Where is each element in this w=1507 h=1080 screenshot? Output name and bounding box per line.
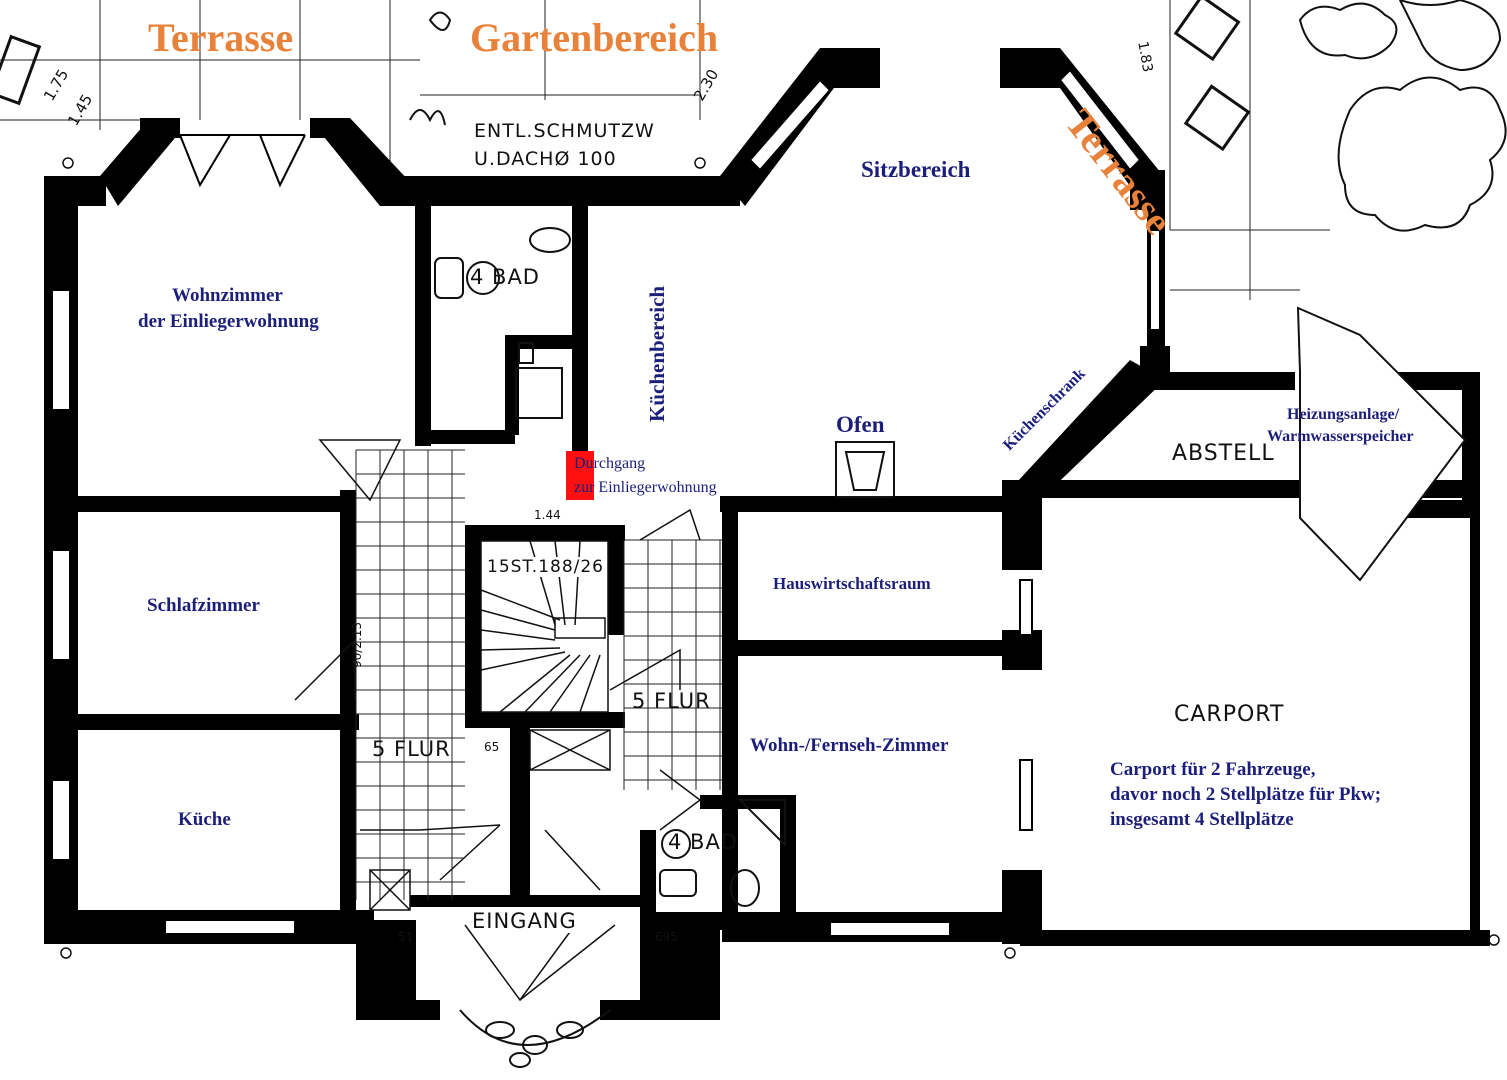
carport-label: CARPORT <box>1174 702 1285 727</box>
abstell-label: ABSTELL <box>1172 441 1275 466</box>
garden-area-label: Gartenbereich <box>470 15 719 60</box>
flur-right-label: 5 FLUR <box>632 689 711 713</box>
terrace-paving <box>0 0 1330 300</box>
passage-label-line1: Durchgang <box>574 455 646 472</box>
drain-note-line2: U.DACHØ 100 <box>474 148 617 170</box>
garden-chairs <box>0 0 1251 152</box>
room-wohnzimmer-line2: der Einliegerwohnung <box>138 311 319 332</box>
room-schlafzimmer: Schlafzimmer <box>147 595 260 616</box>
tree-shrubs <box>409 0 1507 232</box>
heizung-label-line2: Warmwasserspeicher <box>1267 428 1414 445</box>
room-wohnzimmer-line1: Wohnzimmer <box>172 285 283 306</box>
carport-desc-line1: Carport für 2 Fahrzeuge, <box>1110 759 1316 780</box>
staircase <box>480 540 609 713</box>
room-wohn-fernseh: Wohn-/Fernseh-Zimmer <box>750 735 949 756</box>
dim-51: 51 <box>398 930 414 944</box>
eingang-label: EINGANG <box>472 909 577 933</box>
door-swings <box>294 439 702 1002</box>
terrace-left-label: Terrasse <box>148 15 294 60</box>
flur-left-label: 5 FLUR <box>372 737 451 761</box>
carport-desc-line3: insgesamt 4 Stellplätze <box>1110 809 1294 830</box>
room-kuechenbereich: Küchenbereich <box>645 285 669 422</box>
dim-695: 695 <box>655 930 678 944</box>
outline-dots <box>60 157 1500 959</box>
passage-label: Durchgang zur Einliegerwohnung <box>574 452 717 500</box>
bath-top-label: 4 BAD <box>470 265 540 289</box>
stairs-label: 15ST.188/26 <box>487 557 605 577</box>
entrance-mosaic <box>459 1009 611 1068</box>
exterior-walls <box>44 48 1490 1020</box>
passage-marker <box>566 451 594 500</box>
room-sitzbereich: Sitzbereich <box>861 157 971 182</box>
room-hauswirtschaftsraum: Hauswirtschaftsraum <box>773 574 931 593</box>
bath-bottom-label: 4 BAD <box>668 830 738 854</box>
carport-desc-line2: davor noch 2 Stellplätze für Pkw; <box>1110 784 1382 805</box>
bathroom-fixtures <box>434 227 786 907</box>
drain-note-line1: ENTL.SCHMUTZW <box>474 120 655 142</box>
room-kueche: Küche <box>178 809 231 830</box>
passage-label-line2: zur Einliegerwohnung <box>574 479 717 496</box>
tile-grid <box>355 449 722 900</box>
carport-arrow <box>1296 306 1467 582</box>
dim-144: 1.44 <box>534 508 561 522</box>
dim-door-flur: 90/2.13 <box>350 621 364 668</box>
dim-65: 65 <box>484 740 500 754</box>
ofen-label: Ofen <box>836 412 885 437</box>
windows <box>51 68 1161 937</box>
terrace-doors <box>179 134 306 188</box>
heizung-label-line1: Heizungsanlage/ <box>1287 406 1400 423</box>
ofen-fireplace <box>835 441 895 498</box>
